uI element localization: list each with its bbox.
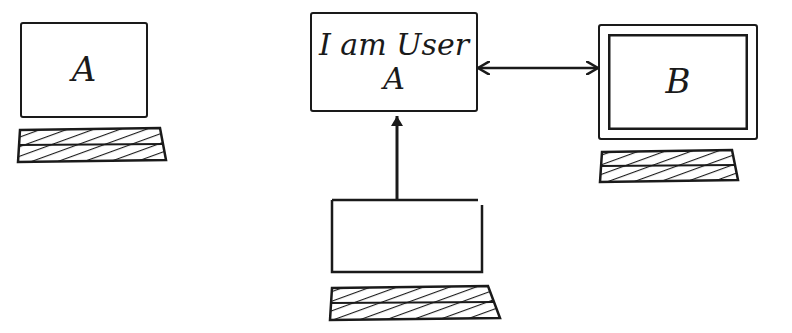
- keyboard: [600, 150, 738, 182]
- message-box: I am User A: [310, 12, 478, 112]
- computer-screen: A: [20, 22, 148, 118]
- node-text: A: [72, 50, 97, 89]
- keyboard: [18, 128, 166, 162]
- keyboard: [330, 286, 500, 320]
- computer-screen: B: [598, 24, 758, 140]
- node-text: B: [666, 62, 691, 101]
- node-text: I am User A: [312, 28, 476, 97]
- connector-arrow: [478, 67, 598, 70]
- arrow: [396, 116, 399, 200]
- monitor: [332, 200, 482, 272]
